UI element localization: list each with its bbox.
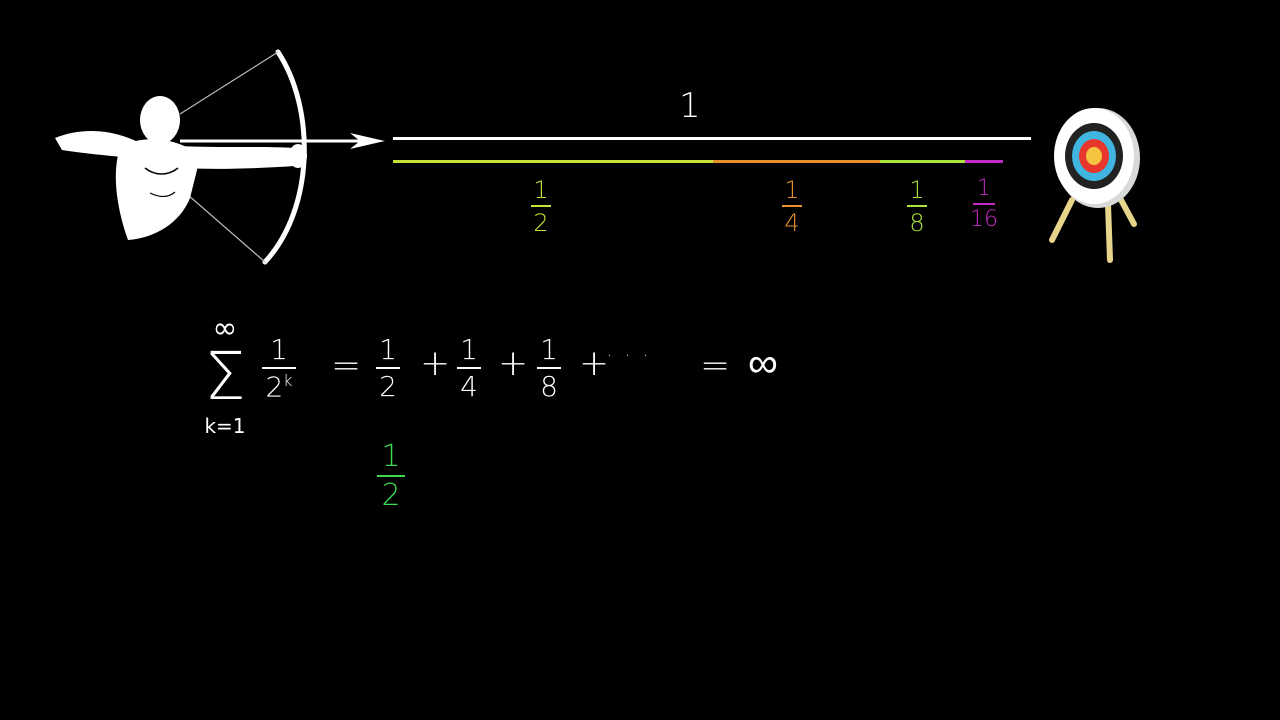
term-eighth: 1 8 bbox=[537, 336, 561, 401]
archer-icon bbox=[55, 49, 307, 265]
fraction-numerator: 1 bbox=[533, 176, 549, 204]
term-half: 1 2 bbox=[376, 336, 400, 401]
sigma-icon: Σ bbox=[204, 338, 246, 415]
sigma-upper-limit: ∞ bbox=[212, 311, 238, 346]
arrow-icon bbox=[180, 133, 385, 149]
segment-eighth bbox=[880, 160, 965, 163]
segment-label-sixteenth: 1 16 bbox=[970, 178, 998, 231]
plus-sign: + bbox=[498, 343, 529, 384]
equals-sign: = bbox=[331, 345, 362, 386]
segment-label-half: 1 2 bbox=[531, 178, 551, 235]
segment-label-eighth: 1 8 bbox=[907, 178, 927, 235]
ellipsis: · · · bbox=[606, 344, 651, 369]
distance-line bbox=[393, 137, 1031, 140]
fraction-denominator: 4 bbox=[784, 209, 800, 237]
fraction-numerator: 1 bbox=[909, 176, 925, 204]
summand-fraction: 1 2k bbox=[262, 336, 296, 401]
summation-symbol: ∞ Σ k=1 bbox=[194, 311, 256, 438]
sigma-lower-limit: k=1 bbox=[204, 414, 246, 438]
fraction-numerator: 1 bbox=[977, 176, 991, 201]
term-quarter: 1 4 bbox=[457, 336, 481, 401]
fraction-denominator: 2k bbox=[265, 370, 293, 404]
fraction-numerator: 1 bbox=[784, 176, 800, 204]
fraction-denominator: 16 bbox=[970, 207, 998, 232]
fraction-denominator: 2 bbox=[533, 209, 549, 237]
plus-sign: + bbox=[579, 343, 610, 384]
fraction-numerator: 1 bbox=[540, 333, 558, 366]
segment-half bbox=[393, 160, 713, 163]
fraction-denominator: 4 bbox=[460, 370, 478, 403]
segment-label-quarter: 1 4 bbox=[782, 178, 802, 235]
fraction-numerator: 1 bbox=[270, 333, 288, 366]
fraction-denominator: 8 bbox=[540, 370, 558, 403]
fraction-numerator: 1 bbox=[379, 333, 397, 366]
segment-quarter bbox=[713, 160, 880, 163]
target-icon bbox=[1049, 108, 1140, 263]
distance-label: 1 bbox=[679, 86, 701, 126]
segment-sixteenth bbox=[965, 160, 1003, 163]
fraction-denominator: 8 bbox=[909, 209, 925, 237]
fraction-numerator: 1 bbox=[381, 439, 401, 474]
fraction-numerator: 1 bbox=[460, 333, 478, 366]
infinity-result: ∞ bbox=[748, 338, 778, 387]
green-fraction: 1 2 bbox=[377, 442, 405, 511]
fraction-denominator: 2 bbox=[381, 478, 401, 513]
fraction-denominator: 2 bbox=[379, 370, 397, 403]
plus-sign: + bbox=[420, 343, 451, 384]
equals-sign: = bbox=[700, 345, 731, 386]
